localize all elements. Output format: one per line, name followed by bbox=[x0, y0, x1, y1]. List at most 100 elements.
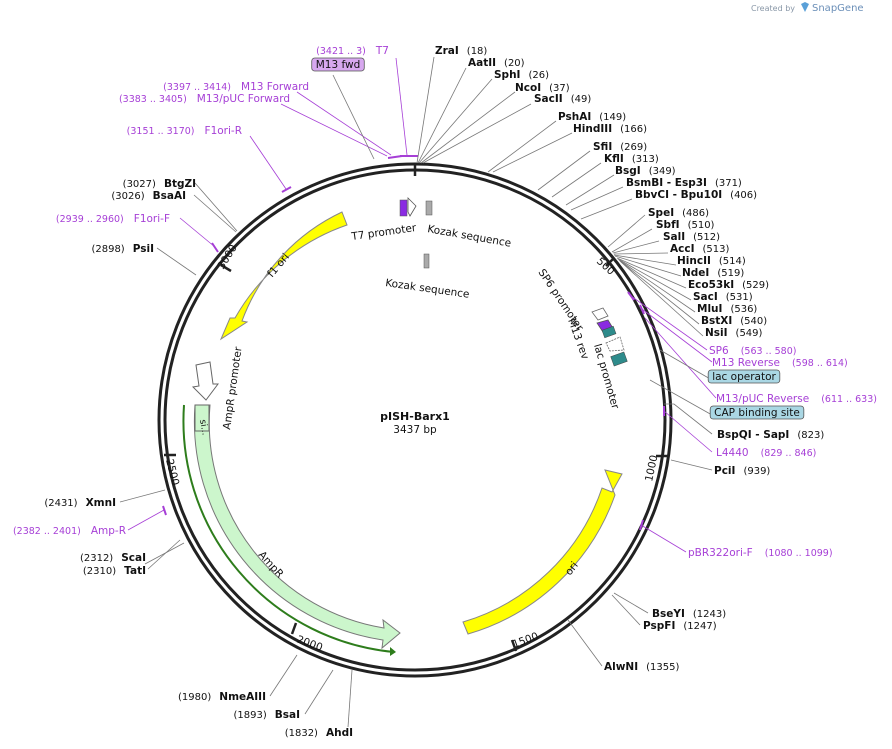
enzyme-position: (2310) bbox=[83, 566, 116, 577]
primer-name: lac operator bbox=[712, 371, 776, 383]
enzyme-position: (26) bbox=[528, 70, 549, 81]
enzyme-position: (939) bbox=[743, 466, 770, 477]
enzyme-position: (2898) bbox=[91, 244, 124, 255]
enzyme-name: PshAI bbox=[558, 111, 591, 123]
snapgene-brand: SnapGene bbox=[812, 3, 864, 14]
enzyme-pspfi: PspFI(1247) bbox=[643, 620, 717, 632]
primer-name: CAP binding site bbox=[714, 407, 800, 419]
primer-m13-forward: M13 Forward(3397 .. 3414) bbox=[163, 81, 309, 93]
primer-position: (563 .. 580) bbox=[741, 346, 797, 357]
enzyme-name: KflI bbox=[604, 153, 624, 165]
enzyme-bspqi-sapi: BspQI - SapI(823) bbox=[717, 429, 824, 441]
enzyme-name: NcoI bbox=[515, 82, 541, 94]
enzyme-name: BsmBI - Esp3I bbox=[626, 177, 707, 189]
ampr-arc bbox=[193, 404, 401, 650]
tick-label-1000: 1000 bbox=[643, 454, 660, 483]
primer-name: M13 Reverse bbox=[712, 357, 780, 369]
enzyme-position: (49) bbox=[571, 94, 592, 105]
enzyme-name: SfiI bbox=[593, 141, 612, 153]
t7-promoter-box bbox=[399, 199, 408, 217]
primer-m13-fwd: M13 fwd bbox=[311, 57, 365, 72]
enzyme-position: (1247) bbox=[683, 621, 716, 632]
primer-position: (2939 .. 2960) bbox=[56, 214, 124, 225]
enzyme-position: (371) bbox=[715, 178, 742, 189]
enzyme-kfli: KflI (313) bbox=[604, 153, 659, 165]
kozak-box-1 bbox=[425, 200, 433, 216]
enzyme-hindiii: HindIII(166) bbox=[573, 123, 647, 135]
enzyme-position: (269) bbox=[620, 142, 647, 153]
enzyme-name: AccI bbox=[670, 243, 694, 255]
enzyme-name: TatI bbox=[124, 565, 146, 577]
enzyme-scai: ScaI (2312) bbox=[80, 552, 146, 564]
enzyme-tati: TatI (2310) bbox=[83, 565, 146, 577]
primer-position: (3151 .. 3170) bbox=[127, 126, 195, 137]
enzyme-position: (2312) bbox=[80, 553, 113, 564]
enzyme-name: SbfI bbox=[656, 219, 680, 231]
enzyme-hincii: HincII(514) bbox=[677, 255, 746, 267]
enzyme-bstxi: BstXI(540) bbox=[701, 315, 767, 327]
plasmid-name: pISH-Barx1 bbox=[380, 410, 450, 423]
kozak-box-2 bbox=[423, 253, 430, 269]
ampr-promoter-label: AmpR promoter bbox=[221, 345, 245, 430]
primer-m13-reverse: M13 Reverse(598 .. 614) bbox=[712, 357, 848, 369]
enzyme-nsii: NsiI(549) bbox=[705, 327, 763, 339]
enzyme-position: (536) bbox=[730, 304, 757, 315]
enzyme-position: (1243) bbox=[693, 609, 726, 620]
enzyme-name: BseYI bbox=[652, 608, 685, 620]
enzyme-ncoi: NcoI (37) bbox=[515, 82, 570, 94]
enzyme-bsgi: BsgI(349) bbox=[615, 165, 676, 177]
primer-position: (3383 .. 3405) bbox=[119, 94, 187, 105]
primer-name: F1ori-R bbox=[205, 125, 242, 137]
enzyme-position: (1832) bbox=[285, 728, 318, 739]
enzyme-sphi: SphI(26) bbox=[494, 69, 549, 81]
enzyme-name: ZraI bbox=[435, 45, 459, 57]
enzyme-position: (531) bbox=[726, 292, 753, 303]
created-by-text: Created by bbox=[751, 4, 795, 13]
primer-m13-puc-forward: M13/pUC Forward (3383 .. 3405) bbox=[119, 93, 290, 105]
ori-arc bbox=[462, 469, 623, 635]
enzyme-position: (510) bbox=[688, 220, 715, 231]
enzyme-position: (37) bbox=[549, 83, 570, 94]
primer-f1ori-r: F1ori-R (3151 .. 3170) bbox=[127, 125, 242, 137]
enzyme-bsmbi-esp3i: BsmBI - Esp3I (371) bbox=[626, 177, 742, 189]
primer-name: M13/pUC Forward bbox=[197, 93, 290, 105]
m13-rev-label: M13 rev bbox=[565, 317, 591, 361]
enzyme-sali: SalI(512) bbox=[663, 231, 720, 243]
enzyme-position: (3026) bbox=[111, 191, 144, 202]
primer-position: (3421 .. 3) bbox=[316, 46, 366, 57]
f1-ori-arc bbox=[219, 211, 348, 341]
enzyme-position: (519) bbox=[717, 268, 744, 279]
enzyme-aatii: AatII(20) bbox=[468, 57, 525, 69]
lac-promoter-label: lac promoter bbox=[591, 343, 621, 412]
enzyme-leader-lines bbox=[119, 56, 713, 728]
enzyme-name: PciI bbox=[714, 465, 735, 477]
enzyme-position: (2431) bbox=[44, 498, 77, 509]
enzyme-position: (313) bbox=[632, 154, 659, 165]
enzyme-position: (349) bbox=[649, 166, 676, 177]
enzyme-sfii: SfiI (269) bbox=[593, 141, 647, 153]
primer-name: SP6 bbox=[709, 345, 729, 357]
enzyme-name: PsiI bbox=[133, 243, 154, 255]
primer-marks bbox=[162, 155, 665, 531]
enzyme-bbvci-bpu10i: BbvCI - Bpu10I(406) bbox=[635, 189, 757, 201]
enzyme-pcii: PciI (939) bbox=[714, 465, 770, 477]
signal-sequence-box bbox=[194, 404, 210, 432]
primer-position: (1080 .. 1099) bbox=[765, 548, 833, 559]
primer-position: (3397 .. 3414) bbox=[163, 82, 231, 93]
kozak-label-1: Kozak sequence bbox=[426, 223, 512, 250]
enzyme-spei: SpeI(486) bbox=[648, 207, 709, 219]
enzyme-position: (1980) bbox=[178, 692, 211, 703]
ampr-strand-line bbox=[182, 404, 395, 653]
enzyme-name: NmeAIII bbox=[219, 691, 266, 703]
enzyme-name: ScaI bbox=[121, 552, 146, 564]
primer-m13-puc-reverse: M13/pUC Reverse(611 .. 633) bbox=[716, 393, 877, 405]
primer-t7: T7(3421 .. 3) bbox=[316, 45, 389, 57]
enzyme-name: HincII bbox=[677, 255, 711, 267]
enzyme-sacii: SacII(49) bbox=[534, 93, 591, 105]
primer-amp-r: Amp-R(2382 .. 2401) bbox=[13, 525, 126, 537]
enzyme-position: (512) bbox=[693, 232, 720, 243]
enzyme-position: (149) bbox=[599, 112, 626, 123]
primer-cap-binding-site: CAP binding site bbox=[709, 405, 805, 420]
enzyme-position: (823) bbox=[797, 430, 824, 441]
